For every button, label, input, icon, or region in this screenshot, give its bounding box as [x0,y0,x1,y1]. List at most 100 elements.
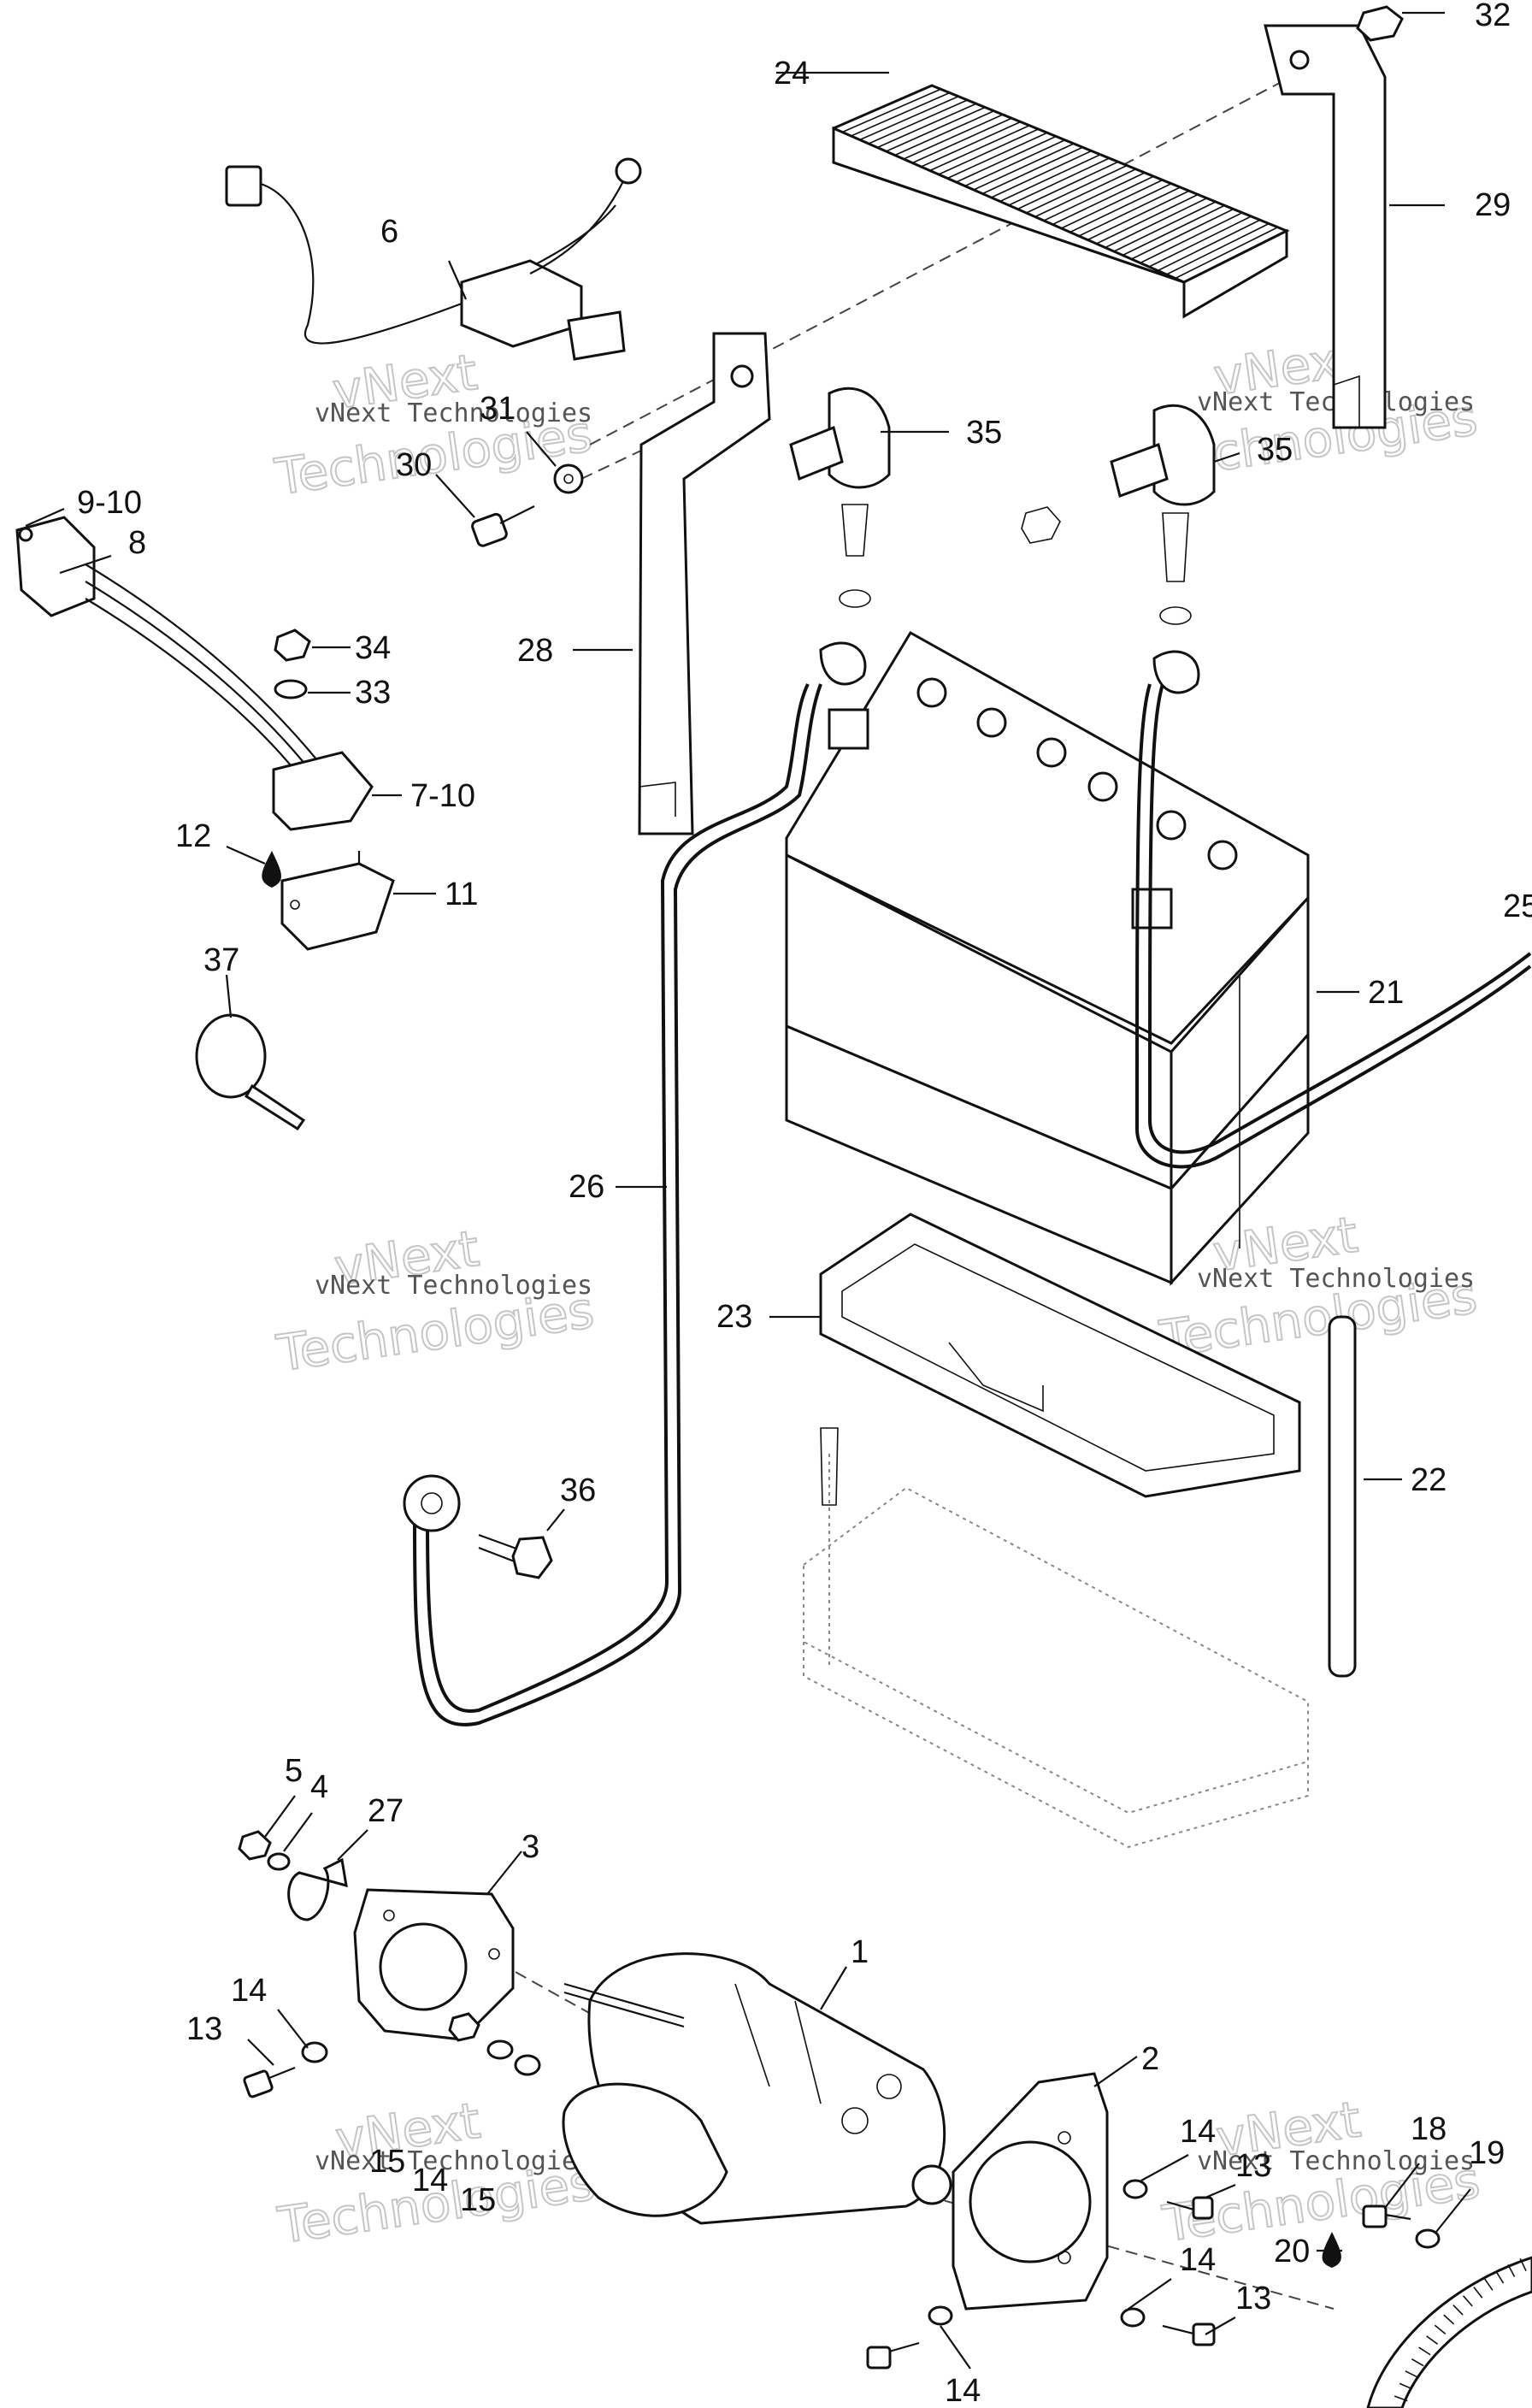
gear-tooth [1399,2382,1413,2390]
nut-34 [274,629,311,662]
vent-tube [1328,1315,1357,1678]
callout-11: 11 [445,876,478,912]
callout-8: 8 [128,525,146,561]
pad-rib [1061,179,1164,229]
callout-14-bottom: 14 [945,2373,981,2408]
pad-rib [1166,222,1270,275]
alignment-line-flange [871,2180,1335,2310]
pad-rib [894,110,994,156]
pad-rib [964,139,1065,187]
callout-6: 6 [380,214,398,250]
pad-rib [1096,193,1199,245]
callout-34: 34 [355,630,391,666]
pad-rib [1026,164,1128,214]
alignment-line-strap [580,401,745,480]
flange-2 [952,2072,1109,2311]
loctite-drop-12 [262,851,281,888]
pad-rib [1157,219,1261,272]
lower-bracket [638,332,771,835]
watermark-text-4: vNext Technologies [1197,1264,1475,1294]
pad-rib [1087,190,1190,241]
gear-tooth [1418,2346,1431,2356]
callout-14-mid: 14 [412,2163,448,2198]
callout-24: 24 [774,56,810,91]
callout-15-b: 15 [460,2182,496,2218]
callout-5: 5 [285,1753,303,1789]
battery [785,630,1310,1286]
callout-27: 27 [368,1793,404,1829]
callout-35-left: 35 [966,415,1002,451]
pad-rib [1069,183,1172,233]
pad-rib [929,125,1030,172]
pad-rib [938,128,1039,175]
pad-rib [921,121,1022,168]
callout-1: 1 [851,1934,869,1970]
nut-5 [238,1830,272,1861]
pad-rib [1113,201,1217,252]
washer-15 [514,2054,541,2076]
gear-tooth [1495,2270,1505,2284]
callout-2: 2 [1141,2041,1159,2077]
pad-rib [1016,161,1119,210]
callout-9-10: 9-10 [77,485,142,521]
terminal-cap-right [1110,404,1216,506]
pad-rib [1148,215,1252,268]
pad-rib [946,132,1048,180]
screw-18 [1362,2204,1411,2228]
callout-33: 33 [355,675,391,711]
gear-tooth [1507,2264,1516,2277]
callout-25: 25 [1503,888,1532,924]
pad-rib [1043,172,1146,221]
callout-31: 31 [480,391,516,427]
callout-13-right-b: 13 [1235,2281,1271,2317]
callout-14-right-b: 14 [1180,2242,1216,2278]
washer-14-right-b [1120,2307,1146,2328]
callout-12: 12 [175,818,211,854]
pad-rib [1078,186,1181,237]
pad-rib [1008,157,1110,206]
washer-14-mid [486,2039,514,2060]
pad-rib [999,154,1101,203]
clip-27 [287,1857,348,1921]
watermark-text-1: vNext Technologies [315,398,592,428]
battery-tray [819,1213,1301,1498]
gear-tooth [1484,2278,1494,2291]
nut-15 [448,2012,480,2042]
callout-21: 21 [1368,975,1404,1011]
callout-13-left: 13 [186,2011,222,2047]
pad-rib [859,96,959,141]
terminal-bolts [839,504,1192,625]
callout-36: 36 [560,1473,596,1508]
pad-rib [841,88,941,133]
callout-26: 26 [569,1169,604,1205]
washer-14-left [301,2041,328,2063]
pad-rib [886,106,986,152]
cable-tie [195,1013,306,1131]
hex-nut-32 [1356,5,1404,42]
callout-18: 18 [1411,2111,1447,2147]
gear-tooth [1463,2295,1473,2307]
mounting-plate-3 [353,1888,515,2041]
callout-4: 4 [310,1769,328,1805]
pad-rib [911,117,1012,164]
bolt-13-right-a [1166,2196,1214,2220]
watermark-text-5: vNext Technologies [315,2146,592,2176]
gear-tooth [1452,2305,1464,2316]
alignment-line-top [589,76,1292,446]
callout-22: 22 [1411,1462,1447,1498]
callout-28: 28 [517,633,553,669]
pad-rib [1175,227,1278,280]
positive-cable [1134,650,1532,1169]
pad-rib [876,103,977,149]
callout-29: 29 [1475,187,1511,223]
ring-gear [1366,2256,1532,2408]
callout-37: 37 [203,942,239,978]
pad-rib [991,150,1093,198]
callout-13-right-a: 13 [1235,2148,1271,2184]
battery-box-outline [803,1427,1309,1849]
pad-rib [1140,212,1243,264]
callout-32: 32 [1475,0,1511,33]
connector-8 [15,516,326,788]
gear-tooth [1426,2335,1439,2345]
